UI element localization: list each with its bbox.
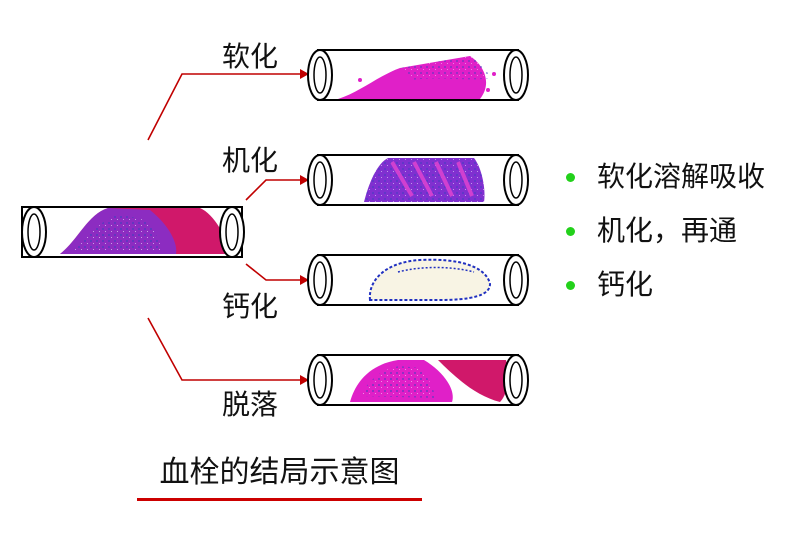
- outcome-text: 机化，再通: [597, 217, 737, 245]
- bullet-dot-icon: [566, 173, 575, 182]
- vessel-softening: [308, 50, 528, 100]
- outcome-list: 软化溶解吸收 机化，再通 钙化: [566, 150, 765, 312]
- outcome-item: 软化溶解吸收: [566, 150, 765, 204]
- vessel-detachment: [308, 355, 528, 405]
- arrow-heads: [300, 69, 309, 385]
- arrow-to-organization: [246, 180, 300, 200]
- branch-label-calcification: 钙化: [222, 290, 278, 323]
- vessel-calcification: [308, 255, 528, 305]
- branch-label-softening: 软化: [222, 40, 278, 73]
- outcome-text: 软化溶解吸收: [597, 163, 765, 191]
- source-vessel: [22, 207, 244, 257]
- bullet-dot-icon: [566, 227, 575, 236]
- arrow-to-detachment: [148, 318, 300, 380]
- arrow-to-calcification: [246, 264, 300, 280]
- arrow-to-softening: [148, 74, 300, 140]
- branch-label-organization: 机化: [222, 144, 278, 177]
- outcome-text: 钙化: [597, 271, 653, 299]
- branch-label-detachment: 脱落: [222, 388, 278, 421]
- outcome-item: 钙化: [566, 258, 765, 312]
- outcome-item: 机化，再通: [566, 204, 765, 258]
- diagram-caption: 血栓的结局示意图: [137, 458, 422, 501]
- vessel-organization: [308, 155, 528, 205]
- bullet-dot-icon: [566, 281, 575, 290]
